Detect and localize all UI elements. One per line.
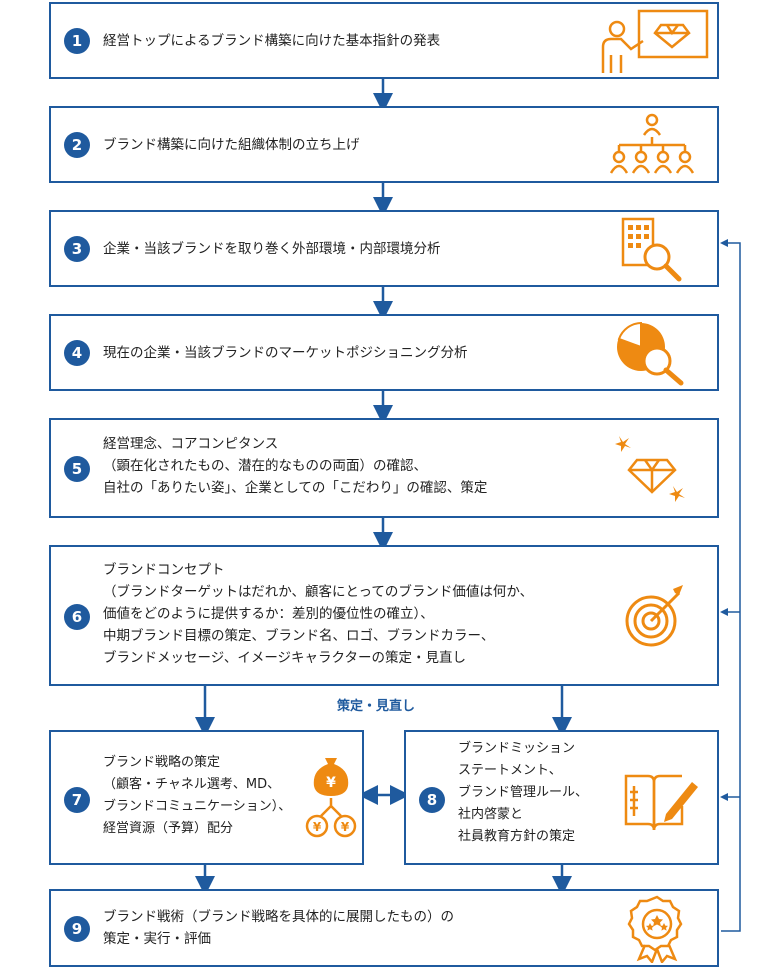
step-2-box: 2 ブランド構築に向けた組織体制の立ち上げ: [49, 106, 719, 183]
step-text: 企業・当該ブランドを取り巻く外部環境・内部環境分析: [103, 238, 441, 260]
notebook-pen-icon: [624, 774, 698, 831]
step-7-box: 7 ブランド戦略の策定 （顧客・チャネル選考、MD、 ブランドコミュニケーション…: [49, 730, 364, 865]
step-line: ブランド管理ルール、: [458, 785, 589, 800]
svg-text:¥: ¥: [341, 820, 350, 834]
svg-text:¥: ¥: [313, 820, 322, 834]
step-number: 4: [64, 340, 90, 366]
step-number: 8: [419, 787, 445, 813]
organization-icon: [609, 113, 695, 174]
step-line: 価値をどのように提供するか：差別的優位性の確立）、: [103, 606, 434, 622]
step-line: ブランド構築に向けた組織体制の立ち上げ: [103, 137, 360, 153]
step-line: 社内啓蒙と: [458, 807, 524, 822]
step-line: 策定・実行・評価: [103, 931, 211, 947]
step-4-box: 4 現在の企業・当該ブランドのマーケットポジショニング分析: [49, 314, 719, 391]
step-text: 経営理念、コアコンピタンス （顕在化されたもの、潜在的なものの両面）の確認、 自…: [103, 433, 487, 499]
step-text: ブランドコンセプト （ブランドターゲットはだれか、顧客にとってのブランド価値は何…: [103, 559, 533, 669]
step-line: 自社の「ありたい姿」、企業としての「こだわり」の確認、策定: [103, 480, 488, 496]
step-number: 7: [64, 787, 90, 813]
feedback-loop: [721, 242, 741, 932]
step-line: ブランドコミュニケーション）、: [103, 799, 292, 814]
step-line: （顕在化されたもの、潜在的なものの両面）の確認、: [103, 458, 427, 474]
diamond-sparkle-icon: [615, 436, 685, 502]
step-number: 1: [64, 28, 90, 54]
step-text: 経営トップによるブランド構築に向けた基本指針の発表: [103, 30, 440, 52]
presenter-icon: [601, 9, 709, 73]
step-line: ブランドミッション: [458, 741, 576, 756]
building-search-icon: [621, 217, 682, 282]
step-text: 現在の企業・当該ブランドのマーケットポジショニング分析: [103, 342, 468, 364]
step-number: 9: [64, 916, 90, 942]
step-text: ブランド構築に向けた組織体制の立ち上げ: [103, 134, 360, 156]
step-line: 中期ブランド目標の策定、ブランド名、ロゴ、ブランドカラー、: [103, 628, 495, 644]
step-number: 3: [64, 236, 90, 262]
step-1-box: 1 経営トップによるブランド構築に向けた基本指針の発表: [49, 2, 719, 79]
step-number: 2: [64, 132, 90, 158]
award-badge-icon: [627, 895, 683, 963]
step-6-box: 6 ブランドコンセプト （ブランドターゲットはだれか、顧客にとってのブランド価値…: [49, 545, 719, 686]
step-line: 経営資源（予算）配分: [103, 821, 234, 836]
step-3-box: 3 企業・当該ブランドを取り巻く外部環境・内部環境分析: [49, 210, 719, 287]
step-line: （顧客・チャネル選考、MD、: [103, 777, 281, 792]
step-line: 経営理念、コアコンピタンス: [103, 436, 279, 452]
target-icon: [625, 585, 683, 647]
step-text: ブランド戦術（ブランド戦略を具体的に展開したもの）の 策定・実行・評価: [103, 906, 454, 950]
step-5-box: 5 経営理念、コアコンピタンス （顕在化されたもの、潜在的なものの両面）の確認、…: [49, 418, 719, 518]
step-line: ブランドメッセージ、イメージキャラクターの策定・見直し: [103, 650, 467, 666]
step-line: ブランド戦略の策定: [103, 755, 221, 770]
step-line: 社員教育方針の策定: [458, 829, 576, 844]
step-line: （ブランドターゲットはだれか、顧客にとってのブランド価値は何か、: [103, 584, 534, 600]
step-line: 現在の企業・当該ブランドのマーケットポジショニング分析: [103, 345, 468, 361]
step-text: ブランド戦略の策定 （顧客・チャネル選考、MD、 ブランドコミュニケーション）、…: [103, 752, 291, 840]
branch-label: 策定・見直し: [337, 699, 416, 714]
svg-text:¥: ¥: [326, 775, 336, 791]
budget-allocation-icon: ¥ ¥ ¥: [305, 758, 357, 838]
step-line: ブランドコンセプト: [103, 562, 225, 578]
step-line: ブランド戦術（ブランド戦略を具体的に展開したもの）の: [103, 909, 454, 925]
step-text: ブランドミッション ステートメント、 ブランド管理ルール、 社内啓蒙と 社員教育…: [458, 738, 588, 848]
step-line: ステートメント、: [458, 763, 562, 778]
step-9-box: 9 ブランド戦術（ブランド戦略を具体的に展開したもの）の 策定・実行・評価: [49, 889, 719, 967]
step-number: 6: [64, 604, 90, 630]
step-8-box: 8 ブランドミッション ステートメント、 ブランド管理ルール、 社内啓蒙と 社員…: [404, 730, 719, 865]
step-line: 企業・当該ブランドを取り巻く外部環境・内部環境分析: [103, 241, 441, 257]
step-line: 経営トップによるブランド構築に向けた基本指針の発表: [103, 33, 441, 49]
pie-chart-search-icon: [617, 321, 684, 386]
step-number: 5: [64, 456, 90, 482]
